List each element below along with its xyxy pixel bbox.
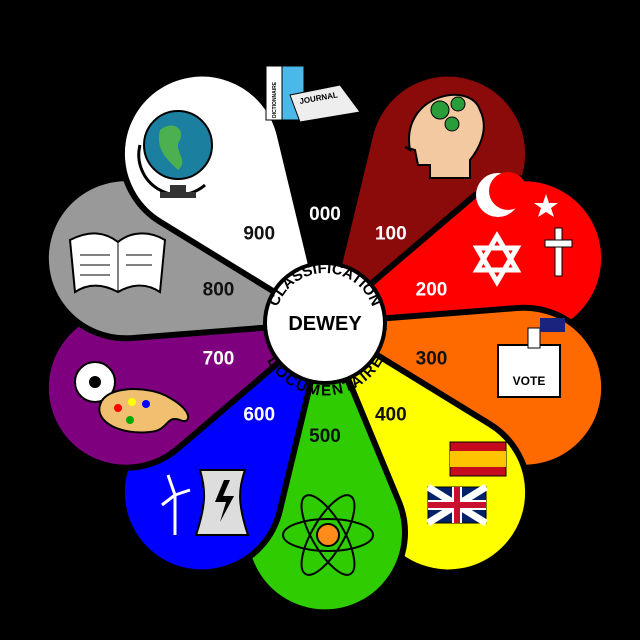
power-plant-icon (161, 469, 250, 536)
class-label-100: 100 (375, 223, 407, 244)
class-label-600: 600 (243, 405, 275, 426)
class-label-800: 800 (203, 279, 235, 300)
center-title: DEWEY (288, 313, 362, 335)
class-label-200: 200 (416, 279, 448, 300)
flags-icon (426, 441, 507, 526)
head-gears-icon (404, 93, 485, 179)
vote-label: VOTE (513, 374, 546, 388)
class-labels: 000 100 200 300 400 500 600 700 800 900 (203, 204, 448, 447)
class-label-300: 300 (416, 349, 448, 370)
atom-icon (282, 494, 374, 576)
class-label-400: 400 (375, 405, 407, 426)
class-label-500: 500 (309, 426, 341, 447)
class-label-900: 900 (243, 223, 275, 244)
ballot-box-icon: VOTE (497, 318, 565, 398)
dictionary-newspaper-icon: DICTIONNAIRE JOURNAL (265, 65, 361, 123)
globe-icon (137, 110, 213, 198)
dictionary-label: DICTIONNAIRE (272, 81, 278, 118)
religion-symbols-icon (472, 172, 573, 287)
open-book-icon (68, 232, 167, 294)
class-label-000: 000 (309, 204, 341, 225)
class-label-700: 700 (203, 349, 235, 370)
ball-palette-icon (74, 361, 190, 434)
